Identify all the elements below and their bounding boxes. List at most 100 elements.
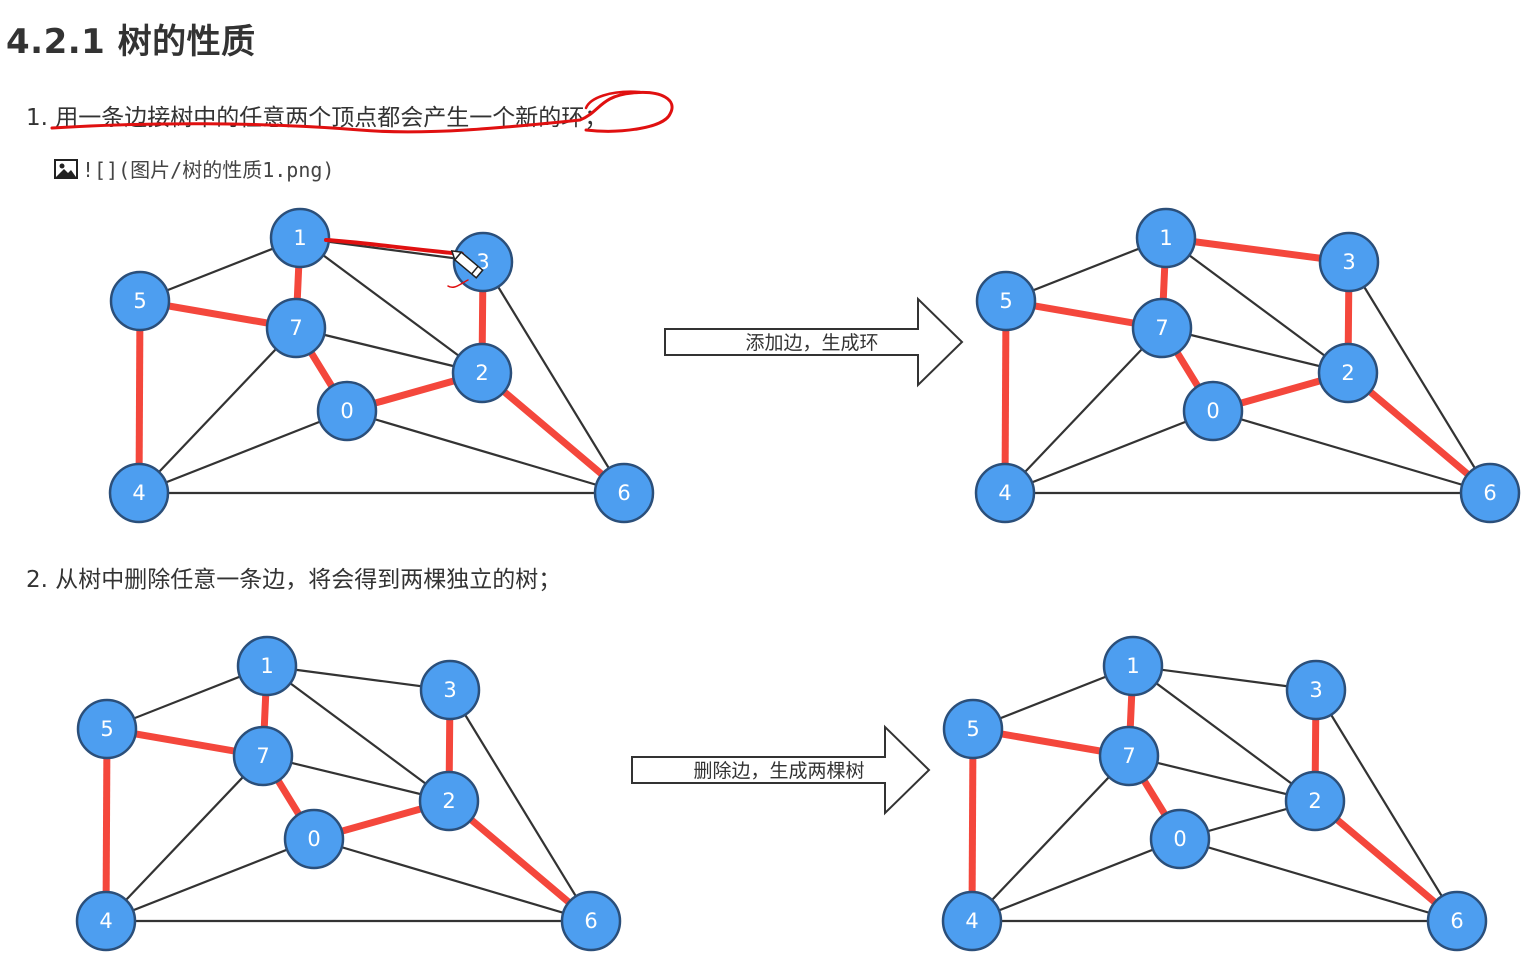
vertex-2: 2 xyxy=(418,770,480,832)
edge-7-2 xyxy=(262,754,450,803)
vertex-circle xyxy=(1426,890,1488,952)
vertex-circle xyxy=(1135,207,1197,269)
vertex-circle xyxy=(283,808,345,870)
vertex-2: 2 xyxy=(451,342,513,404)
edge-0-6 xyxy=(346,409,625,495)
vertex-3: 3 xyxy=(1318,231,1380,293)
vertex-6: 6 xyxy=(1459,462,1521,524)
vertex-7: 7 xyxy=(232,725,294,787)
vertex-circle xyxy=(1182,380,1244,442)
vertex-circle xyxy=(941,890,1003,952)
vertex-circle xyxy=(975,270,1037,332)
vertex-circle xyxy=(593,462,655,524)
edge-1-2 xyxy=(266,665,450,802)
edges xyxy=(105,664,592,923)
vertex-label: 7 xyxy=(1122,744,1135,768)
vertex-circle xyxy=(1149,808,1211,870)
vertex-5: 5 xyxy=(975,270,1037,332)
image-reference-text: ![](图片/树的性质1.png) xyxy=(82,158,335,182)
vertex-0: 0 xyxy=(1182,380,1244,442)
vertex-label: 5 xyxy=(999,289,1012,313)
vertex-label: 2 xyxy=(442,789,455,813)
graph-original-bottom: 1 3 5 7 2 0 4 6 xyxy=(75,635,622,952)
vertex-7: 7 xyxy=(1131,297,1193,359)
vertex-circle xyxy=(232,725,294,787)
vertex-label: 2 xyxy=(475,361,488,385)
vertex-3: 3 xyxy=(452,231,514,293)
tree-edge-2-6 xyxy=(445,797,595,925)
edge-3-6 xyxy=(1315,689,1458,922)
vertex-4: 4 xyxy=(974,462,1036,524)
vertex-label: 4 xyxy=(998,481,1011,505)
image-reference[interactable]: ![](图片/树的性质1.png) xyxy=(54,154,334,183)
vertex-6: 6 xyxy=(560,890,622,952)
vertex-5: 5 xyxy=(76,698,138,760)
vertex-4: 4 xyxy=(941,890,1003,952)
remove-edge-arrow-label: 删除边，生成两棵树 xyxy=(693,760,864,782)
tree-edge-2-6 xyxy=(478,369,628,497)
vertex-circle xyxy=(76,698,138,760)
vertex-label: 0 xyxy=(307,827,320,851)
vertex-6: 6 xyxy=(1426,890,1488,952)
vertex-2: 2 xyxy=(1317,342,1379,404)
vertex-label: 5 xyxy=(966,717,979,741)
vertex-label: 7 xyxy=(1155,316,1168,340)
edge-1-2 xyxy=(1165,237,1349,374)
edge-7-2 xyxy=(1128,754,1316,803)
vertex-2: 2 xyxy=(1284,770,1346,832)
vertex-1: 1 xyxy=(1135,207,1197,269)
edge-0-4 xyxy=(971,837,1181,923)
tree-edge-5-4 xyxy=(135,297,144,497)
edges xyxy=(1004,236,1491,495)
tree-edges xyxy=(968,662,1461,925)
vertex-circle xyxy=(418,770,480,832)
vertex-circle xyxy=(1317,342,1379,404)
vertex-circle xyxy=(236,635,298,697)
vertex-circle xyxy=(316,380,378,442)
tree-edges xyxy=(1001,234,1494,497)
tree-edge-2-6 xyxy=(1344,369,1494,497)
edge-3-6 xyxy=(1348,261,1491,494)
vertex-circle xyxy=(1131,297,1193,359)
vertex-circle xyxy=(1284,770,1346,832)
vertex-label: 7 xyxy=(289,316,302,340)
vertex-1: 1 xyxy=(269,207,331,269)
vertex-circle xyxy=(1102,635,1164,697)
vertex-label: 6 xyxy=(1483,481,1496,505)
add-edge-arrow: 添加边，生成环 xyxy=(664,296,964,388)
vertex-6: 6 xyxy=(593,462,655,524)
vertex-circle xyxy=(560,890,622,952)
vertex-label: 1 xyxy=(293,226,306,250)
vertex-label: 4 xyxy=(965,909,978,933)
tree-edges xyxy=(102,662,595,925)
vertex-label: 1 xyxy=(1126,654,1139,678)
vertex-label: 1 xyxy=(260,654,273,678)
edge-0-4 xyxy=(138,409,348,495)
edges xyxy=(138,236,625,495)
tree-edge-5-4 xyxy=(968,725,977,925)
vertex-label: 3 xyxy=(443,678,456,702)
vertex-label: 6 xyxy=(584,909,597,933)
vertex-circle xyxy=(1459,462,1521,524)
edge-1-3 xyxy=(266,664,451,692)
vertex-label: 5 xyxy=(100,717,113,741)
vertex-circle xyxy=(419,659,481,721)
vertex-circle xyxy=(1318,231,1380,293)
vertex-4: 4 xyxy=(75,890,137,952)
edge-1-3 xyxy=(1132,664,1317,692)
vertex-label: 6 xyxy=(1450,909,1463,933)
vertex-7: 7 xyxy=(1098,725,1160,787)
vertex-label: 3 xyxy=(476,250,489,274)
vertex-label: 1 xyxy=(1159,226,1172,250)
vertex-label: 0 xyxy=(340,399,353,423)
edge-7-4 xyxy=(971,755,1130,922)
vertex-7: 7 xyxy=(265,297,327,359)
vertex-label: 0 xyxy=(1173,827,1186,851)
vertex-circle xyxy=(108,462,170,524)
vertex-label: 5 xyxy=(133,289,146,313)
image-icon xyxy=(54,158,78,179)
edge-7-4 xyxy=(1004,327,1163,494)
vertex-circle xyxy=(974,462,1036,524)
edge-1-2 xyxy=(1132,665,1316,802)
